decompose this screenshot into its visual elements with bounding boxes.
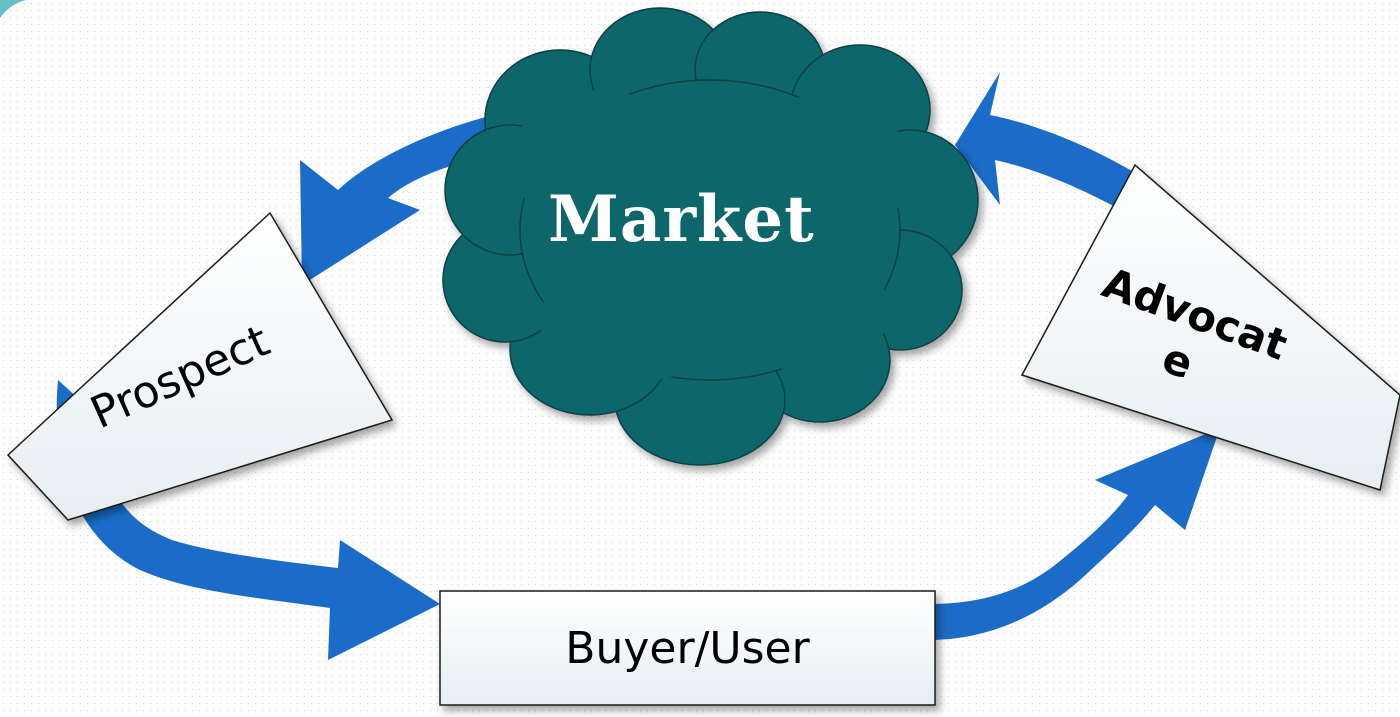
market-label: Market [548, 182, 815, 257]
buyer-user-label: Buyer/User [565, 622, 810, 674]
buyer-user-box [439, 590, 936, 706]
arrow-buyer-to-advocate [928, 428, 1220, 640]
market-cloud [442, 7, 979, 466]
arrow-advocate-to-market [955, 72, 1150, 215]
corner-swoosh-decoration [0, 0, 26, 18]
prospect-shape [6, 211, 394, 521]
arrow-prospect-to-buyer [56, 380, 440, 660]
advocate-shape [1020, 163, 1400, 491]
